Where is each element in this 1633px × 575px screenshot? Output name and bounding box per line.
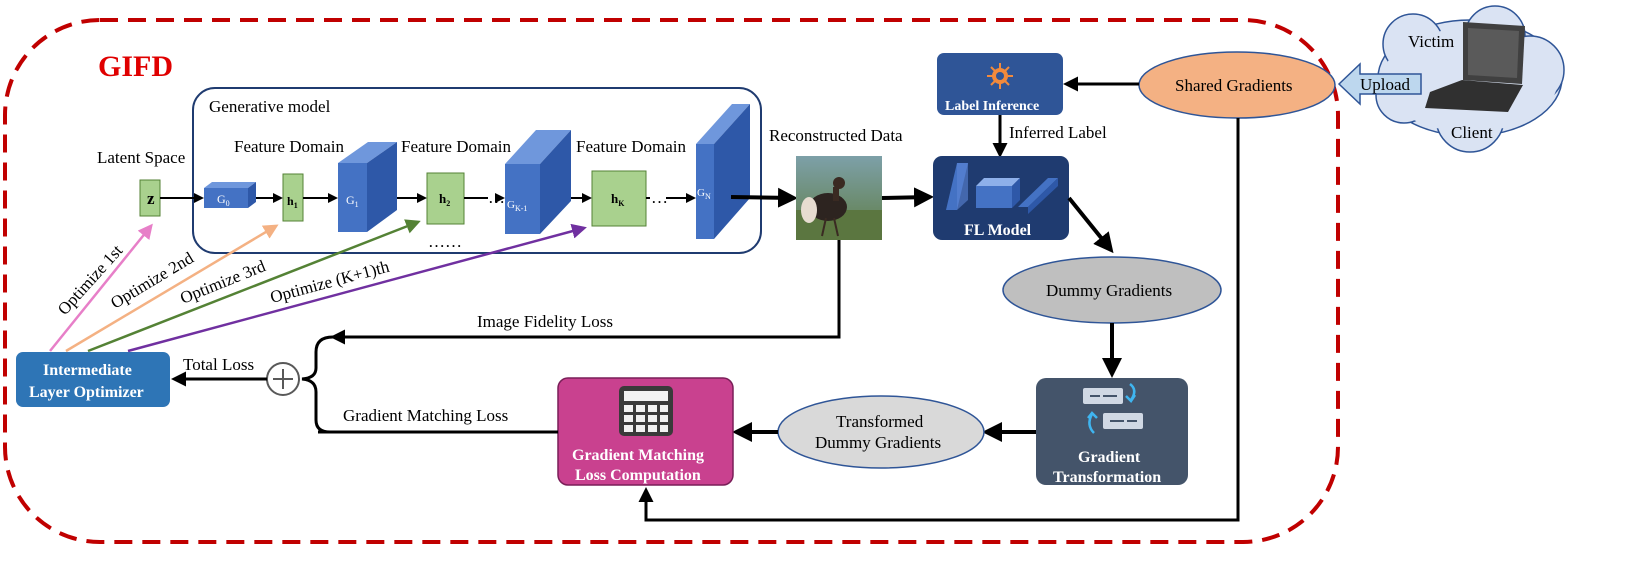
gradient-matching-loss-computation-label-1: Gradient Matching	[572, 447, 704, 464]
intermediate-layer-optimizer-label-1: Intermediate	[43, 362, 132, 379]
dummy-gradients-label: Dummy Gradients	[1046, 281, 1172, 300]
laptop-icon	[1425, 22, 1525, 112]
loss-combine-brace	[301, 335, 334, 434]
g0-block	[204, 188, 248, 208]
gn-block	[696, 144, 714, 239]
victim-label: Victim	[1408, 32, 1454, 51]
virus-icon	[987, 63, 1013, 89]
gradient-matching-loss-computation-label-2: Loss Computation	[575, 467, 701, 484]
h1-label: h1	[287, 194, 298, 210]
intermediate-layer-optimizer-box	[16, 352, 170, 407]
image-fidelity-loss-label: Image Fidelity Loss	[477, 312, 613, 331]
gk1-block	[505, 164, 540, 234]
optimize-k1-label: Optimize (K+1)th	[268, 257, 392, 307]
h2-label: h2	[439, 191, 450, 208]
transformed-dummy-gradients-label-2: Dummy Gradients	[815, 433, 941, 452]
transformed-dummy-gradients-label-1: Transformed	[836, 412, 924, 431]
h-dots: ……	[428, 232, 462, 251]
reconstructed-data-label: Reconstructed Data	[769, 126, 903, 145]
label-inference-label: Label Inference	[945, 99, 1039, 114]
gradient-matching-loss-label: Gradient Matching Loss	[343, 406, 508, 425]
gifd-title: GIFD	[98, 50, 173, 83]
z-label: z	[147, 189, 155, 208]
client-label: Client	[1451, 123, 1493, 142]
gifd-frame	[3, 18, 1340, 544]
g1-block	[338, 163, 367, 232]
reconstructed-image	[796, 156, 882, 240]
transformed-dummy-gradients-ellipse	[777, 395, 985, 469]
latent-space-label: Latent Space	[97, 148, 185, 167]
total-loss-label: Total Loss	[183, 355, 254, 374]
transform-icon	[1083, 383, 1143, 434]
gradient-transformation-box	[1036, 378, 1188, 485]
upload-label: Upload	[1360, 75, 1411, 94]
feature-domain-1-label: Feature Domain	[234, 137, 344, 156]
upload-arrow	[1337, 62, 1422, 106]
h2-box	[426, 172, 465, 225]
gradient-transformation-label-1: Gradient	[1078, 449, 1141, 466]
generative-model-label: Generative model	[209, 97, 331, 116]
feature-domain-3-label: Feature Domain	[576, 137, 686, 156]
gradient-transformation-label-2: Transformation	[1053, 469, 1161, 486]
intermediate-layer-optimizer-label-2: Layer Optimizer	[29, 384, 144, 401]
fl-model-label: FL Model	[964, 222, 1032, 239]
calculator-icon	[619, 386, 673, 436]
dots-2: …	[651, 188, 668, 207]
generative-model-frame	[192, 87, 762, 254]
inferred-label-text: Inferred Label	[1009, 123, 1107, 142]
feature-domain-2-label: Feature Domain	[401, 137, 511, 156]
fl-model-icon	[946, 163, 1058, 214]
shared-gradients-label: Shared Gradients	[1175, 76, 1293, 95]
